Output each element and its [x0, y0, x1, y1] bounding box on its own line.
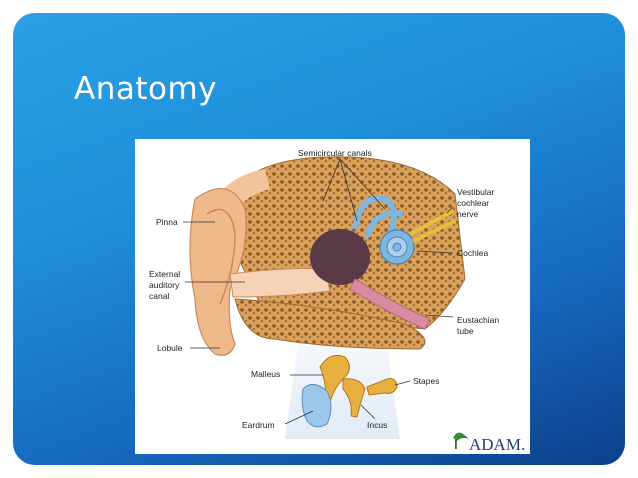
stapes-shape — [366, 378, 398, 396]
leader-lines — [183, 158, 454, 425]
temporal-bone-lower — [234, 298, 426, 350]
palm-tree-icon — [453, 432, 469, 449]
label-vestibular-1: Vestibular — [457, 187, 494, 197]
slide-background: Anatomy — [13, 13, 625, 465]
eustachian-tube-shape — [349, 278, 431, 330]
label-cochlea: Cochlea — [457, 248, 488, 258]
label-external-canal-2: auditory — [149, 280, 180, 290]
adam-logo: ADAM. — [453, 432, 525, 454]
eardrum-shape — [301, 384, 332, 428]
label-lobule: Lobule — [157, 343, 183, 353]
vestibular-nerve-shape — [409, 209, 456, 243]
ear-anatomy-diagram: Semicircular canals Vestibular cochlear … — [135, 139, 530, 454]
label-vestibular-3: nerve — [457, 209, 479, 219]
label-pinna: Pinna — [156, 217, 178, 227]
label-incus: Incus — [367, 420, 387, 430]
slide-title: Anatomy — [74, 71, 218, 107]
label-external-canal-1: External — [149, 269, 180, 279]
incus-shape — [342, 378, 366, 418]
label-eardrum: Eardrum — [242, 420, 275, 430]
middle-ear-cavity — [310, 229, 370, 285]
pinna-shape — [189, 188, 247, 356]
label-malleus: Malleus — [251, 369, 280, 379]
pinna-fold — [206, 208, 236, 305]
external-auditory-canal-shape — [229, 268, 331, 298]
label-eustachian-2: tube — [457, 326, 474, 336]
label-external-canal-3: canal — [149, 291, 169, 301]
cochlea-shape — [379, 229, 415, 265]
ossicles-enlarged — [301, 354, 398, 428]
label-eustachian-1: Eustachian — [457, 315, 499, 325]
label-semicircular-canals: Semicircular canals — [298, 148, 372, 158]
semicircular-canals-shape — [352, 195, 404, 238]
logo-text: ADAM. — [469, 435, 525, 454]
label-vestibular-2: cochlear — [457, 198, 489, 208]
label-stapes: Stapes — [413, 376, 439, 386]
